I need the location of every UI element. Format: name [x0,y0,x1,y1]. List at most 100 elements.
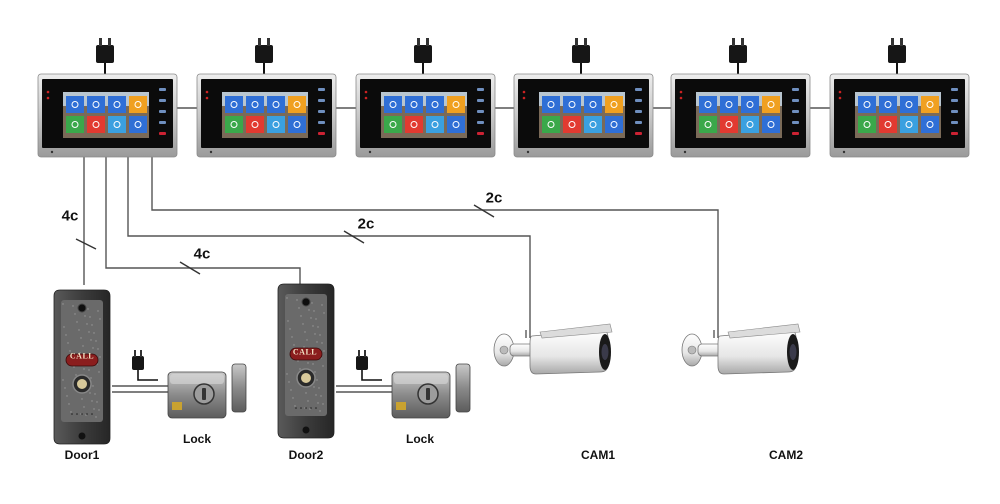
plate-texture-dot [299,368,301,370]
power-adapter-icon [96,38,114,74]
adapter-pin [358,350,360,357]
adapter-pin [417,38,420,46]
screen-tile [426,116,444,133]
plate-texture-dot [85,414,87,416]
monitor-led [838,90,842,94]
plate-texture-dot [93,332,95,334]
doorbell-lens [301,297,311,307]
electric-lock-icon [391,363,471,419]
camera-body [529,329,609,375]
mic-hole [76,413,78,415]
monitor-mic [526,150,530,154]
cam2-wire-slash [473,204,495,218]
plate-texture-dot [62,379,64,381]
screen-tile [66,116,84,133]
plate-texture-dot [74,313,76,315]
tile-glyph [410,101,418,108]
adapter-pin [891,38,894,46]
screen-tile [584,116,602,133]
monitor-4 [513,38,654,158]
plate-texture-dot [306,339,308,341]
plate-texture-dot [300,315,302,317]
tile-glyph [92,101,100,108]
screen-tile [699,116,717,133]
screen-tile [900,116,918,133]
plate-texture-dot [87,308,89,310]
monitor-mic [209,150,213,154]
plate-texture-dot [305,392,307,394]
monitor-side-button [159,121,166,124]
tile-glyph [704,121,712,128]
plate-texture-dot [67,342,69,344]
screen-tile [384,116,402,133]
plate-texture-dot [64,387,66,389]
plate-texture-dot [288,381,290,383]
tile-glyph [92,121,100,128]
plate-texture-dot [315,318,317,320]
mic-hole [81,413,83,415]
tile-glyph [589,121,597,128]
monitor-side-button [792,132,799,135]
plate-texture-dot [312,363,314,365]
tile-glyph [251,101,259,108]
screen-tile [405,116,423,133]
plate-texture-dot [286,373,288,375]
plate-texture-dot [314,371,316,373]
screen-tile [87,116,105,133]
screen-tile [384,96,402,113]
plate-texture-dot [68,403,70,405]
plate-texture-dot [80,337,82,339]
monitor-side-button [635,99,642,102]
tile-glyph [272,101,280,108]
screen-sky [696,92,782,106]
power-adapter-icon [572,38,590,74]
tile-glyph [884,121,892,128]
plate-texture-dot [95,340,97,342]
monitor-led [522,90,526,94]
tile-glyph [568,101,576,108]
adapter-pin [140,350,142,357]
plate-texture-dot [63,326,65,328]
plate-texture-dot [317,326,319,328]
power-adapter-icon [729,38,747,74]
bullet-camera-icon [681,323,801,375]
plate-texture-dot [76,321,78,323]
tile-glyph [113,121,121,128]
screen-tile [605,96,623,113]
screen-tile [762,96,780,113]
mount-screw [687,345,697,355]
tile-glyph [547,121,555,128]
lock-highlight [170,374,224,384]
lock-latch [396,402,406,410]
plate-texture-dot [82,345,84,347]
plate-texture-dot [72,305,74,307]
plate-texture-dot [89,392,91,394]
plate-texture-dot [62,303,64,305]
door2-wire [105,157,301,285]
monitor-side-button [477,110,484,113]
screen-tile [447,96,465,113]
plate-texture-dot [69,350,71,352]
screen-tile [741,116,759,133]
tile-glyph [272,121,280,128]
adapter-body [729,45,747,63]
monitor-led [364,90,368,94]
tile-glyph [905,121,913,128]
monitor-screen-icon [539,92,625,138]
plate-texture-dot [310,317,312,319]
adapter-body [356,356,368,370]
screen-tile [542,96,560,113]
tile-glyph [251,121,259,128]
monitor-mic [683,150,687,154]
tile-glyph [884,101,892,108]
screen-tile [762,116,780,133]
tile-glyph [71,121,79,128]
screen-tile [879,116,897,133]
plate-texture-dot [78,329,80,331]
screen-tile [542,116,560,133]
plate-texture-dot [90,339,92,341]
monitor-2 [196,38,337,158]
monitor-side-button [477,132,484,135]
monitor-led [205,96,209,100]
screen-tile [921,116,939,133]
